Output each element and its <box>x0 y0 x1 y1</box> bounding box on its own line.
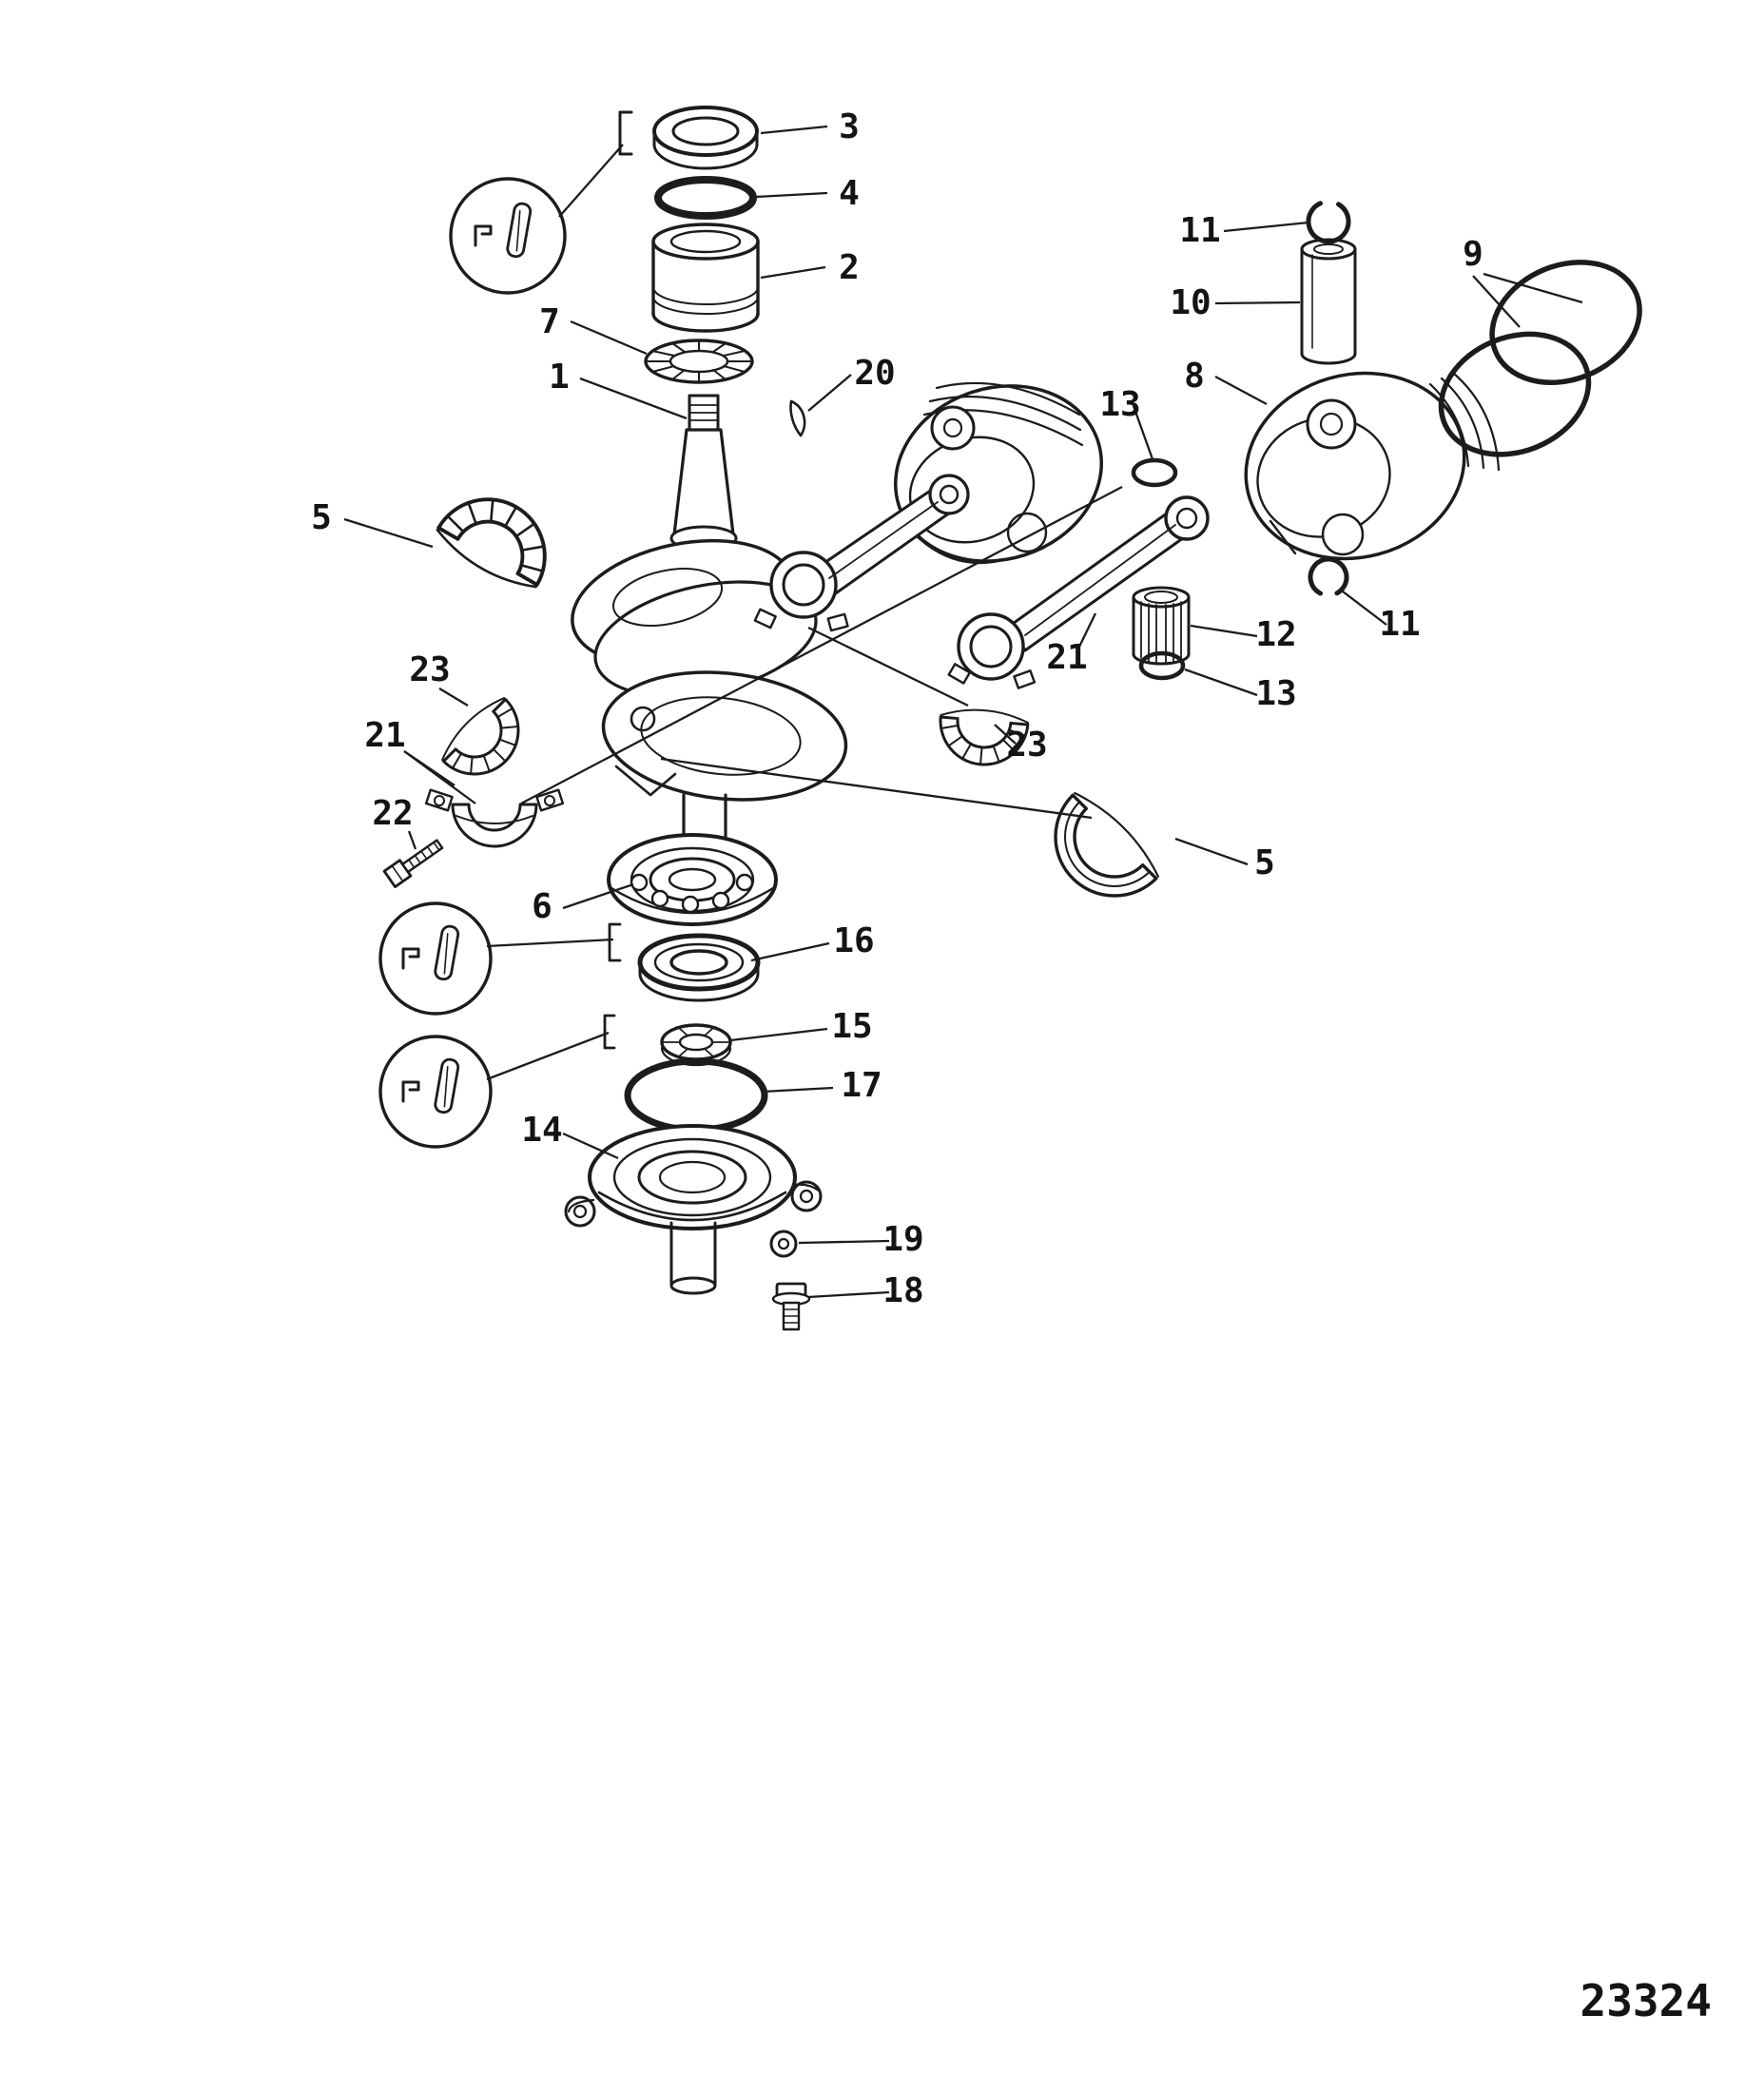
ring-13-upper <box>1131 457 1178 488</box>
bracket-seal-16 <box>608 922 622 962</box>
callout-2: 2 <box>839 248 860 287</box>
bracket-bearing-15 <box>603 1014 616 1050</box>
locating-pin-note-icon <box>401 947 420 970</box>
main-bearing-5-right <box>1029 784 1168 922</box>
inset-note-1 <box>449 177 567 295</box>
piston-8 <box>1244 371 1501 561</box>
callouts: 3 4 2 7 1 20 11 10 9 8 13 5 21 12 13 11 … <box>311 107 1483 1310</box>
callout-13-lower: 13 <box>1255 674 1296 713</box>
callout-22: 22 <box>372 794 413 833</box>
piston-rings-9 <box>1438 260 1642 457</box>
rod-bearing-23-left <box>435 690 538 794</box>
inset-note-2 <box>378 901 493 1016</box>
con-rod-21 <box>947 495 1210 689</box>
callout-21-left: 21 <box>364 716 405 755</box>
callout-18: 18 <box>882 1271 923 1310</box>
circlip-11-top <box>1306 199 1351 244</box>
callout-23-right: 23 <box>1006 726 1047 765</box>
rod-bolt-22 <box>382 839 444 888</box>
end-cap-14 <box>564 1124 823 1295</box>
callout-1: 1 <box>549 358 570 397</box>
callout-13-upper: 13 <box>1099 385 1140 424</box>
washer-19 <box>769 1230 798 1258</box>
thrust-bearing-7 <box>644 339 754 384</box>
con-rod-attached <box>753 474 970 632</box>
callout-5-right: 5 <box>1254 843 1275 882</box>
callout-8: 8 <box>1184 357 1205 396</box>
callout-20: 20 <box>854 354 895 393</box>
callout-11-right: 11 <box>1379 605 1420 644</box>
callout-21-right: 21 <box>1046 638 1087 677</box>
callout-6: 6 <box>532 887 552 926</box>
callout-4: 4 <box>839 174 860 213</box>
leader-lines <box>343 125 1583 1299</box>
callout-5-left: 5 <box>311 498 332 537</box>
callout-3: 3 <box>839 107 860 146</box>
callout-23-left: 23 <box>409 650 450 689</box>
callout-15: 15 <box>831 1007 872 1046</box>
circlip-11-right <box>1308 556 1349 598</box>
piston-pin-10 <box>1300 238 1357 365</box>
bearing-15 <box>660 1023 732 1067</box>
bolt-18 <box>771 1282 811 1331</box>
callout-16: 16 <box>833 921 874 960</box>
oil-seal-16 <box>637 933 761 1002</box>
callout-10: 10 <box>1170 283 1211 322</box>
callout-17: 17 <box>841 1066 882 1105</box>
sleeve-2 <box>651 223 760 333</box>
oil-seal-3 <box>652 106 759 170</box>
o-ring-17 <box>624 1057 768 1133</box>
callout-9: 9 <box>1463 235 1483 274</box>
callout-14: 14 <box>521 1111 562 1150</box>
callout-12: 12 <box>1255 615 1296 654</box>
needle-cage-12 <box>1132 586 1191 666</box>
crankshaft <box>571 394 848 871</box>
rod-cap-21 <box>424 788 565 848</box>
bracket-seal-3 <box>618 110 633 156</box>
piston-attached <box>894 381 1103 565</box>
callout-11-top: 11 <box>1179 211 1220 250</box>
drawing-number: 23324 <box>1580 1975 1712 2026</box>
locating-pin-note-icon <box>474 224 493 247</box>
callout-19: 19 <box>882 1220 923 1259</box>
woodruff-key-20 <box>789 399 806 437</box>
inset-note-3 <box>378 1035 493 1149</box>
locating-pin-note-icon <box>401 1080 420 1103</box>
callout-7: 7 <box>539 302 560 341</box>
ring-13-lower <box>1138 650 1186 681</box>
ball-bearing-6 <box>607 833 778 926</box>
o-ring-4 <box>654 176 757 220</box>
main-bearing-5-left <box>430 476 568 599</box>
